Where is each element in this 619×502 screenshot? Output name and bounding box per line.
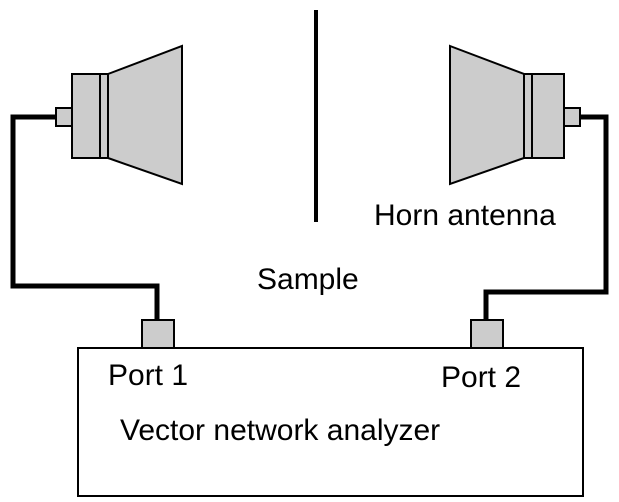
left-horn-antenna [55,44,183,186]
left-horn-connector [55,107,73,127]
right-horn-flange [523,73,533,159]
port1-label: Port 1 [108,359,188,392]
left-cable [10,114,160,320]
port1-connector [141,319,175,349]
right-horn-antenna [449,44,581,186]
sample-label: Sample [257,263,359,296]
port2-label: Port 2 [441,361,521,394]
right-cable [483,114,609,320]
port2-connector [470,319,504,349]
left-horn-waveguide [71,73,101,159]
right-horn-waveguide [531,73,565,159]
right-horn-flare [449,44,525,186]
vector-network-analyzer-box [77,347,584,497]
left-horn-flange [99,73,109,159]
left-horn-flare [107,44,183,186]
right-horn-connector [563,107,581,127]
horn-antenna-label: Horn antenna [374,199,556,232]
vector-network-analyzer-label: Vector network analyzer [120,414,440,447]
